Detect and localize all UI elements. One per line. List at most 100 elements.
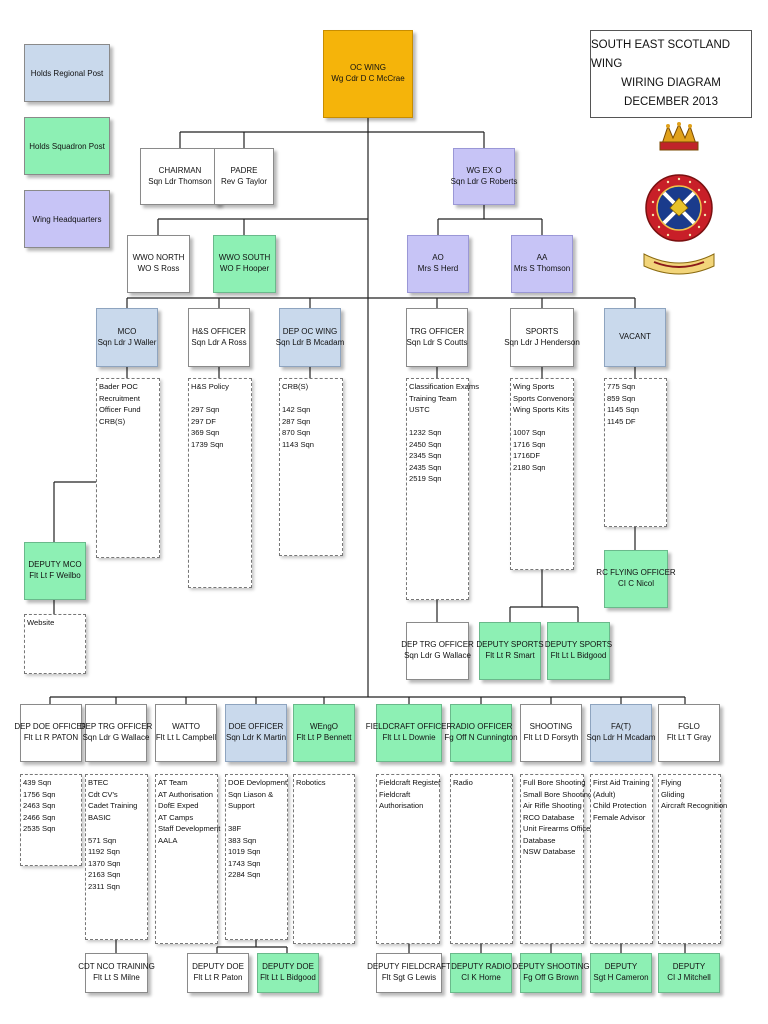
duty-item: 2535 Sqn	[23, 824, 56, 833]
duty-item: AT Team	[158, 778, 188, 787]
deputy-shooting-box: DEPUTY SHOOTING Fg Off G Brown	[512, 953, 590, 993]
duty-item: 1143 Sqn	[282, 439, 314, 449]
deputy-role: CDT NCO TRAINING	[78, 962, 155, 972]
trg-name: Sqn Ldr S Coutts	[406, 337, 468, 347]
sports-name: Sqn Ldr J Henderson	[504, 337, 580, 347]
mco-role: MCO	[117, 326, 137, 336]
ao-name: Mrs S Herd	[417, 264, 459, 273]
duty-item: Training Team	[409, 393, 457, 403]
deputy-role: DEPUTY	[672, 962, 706, 972]
bottom-name: Flt Lt R PATON	[23, 733, 79, 742]
bottom-role: RADIO OFFICER	[449, 722, 513, 732]
legend-regional-label: Holds Regional Post	[30, 68, 104, 78]
duty-item	[282, 393, 340, 405]
deputy-sports-2-role: DEPUTY SPORTS	[544, 640, 613, 650]
duty-item: Robotics	[296, 778, 326, 787]
duty-item: Radio	[453, 778, 473, 787]
duty-item: 2466 Sqn	[23, 812, 56, 822]
bottom-officer-fieldcraft: FIELDCRAFT OFFICER Flt Lt L Downie	[366, 704, 452, 762]
duty-item: Female Advisor	[593, 812, 646, 822]
duty-item: 1716DF	[513, 451, 541, 460]
fat-duties: First Aid Training(Adult)Child Protectio…	[590, 774, 653, 944]
deputy-mco-box: DEPUTY MCO Flt Lt F Weilbo	[24, 542, 86, 600]
title-line-3: DECEMBER 2013	[624, 96, 718, 108]
duty-item	[409, 416, 466, 428]
bottom-role: WEngO	[309, 722, 338, 732]
aa-name: Mrs S Thomson	[513, 264, 571, 273]
oc-wing-box: OC WING Wg Cdr D C McCrae	[323, 30, 413, 118]
oc-wing-name: Wg Cdr D C McCrae	[331, 74, 405, 83]
duty-item: Aircraft Recognition	[661, 801, 728, 810]
duty-item: 2284 Sqn	[228, 870, 261, 879]
duty-item: 2463 Sqn	[23, 801, 56, 810]
duty-item	[513, 416, 571, 428]
deputy-role: DEPUTY SHOOTING	[512, 962, 590, 972]
padre-box: PADRE Rev G Taylor	[214, 148, 274, 205]
duty-item: 1007 Sqn	[513, 428, 546, 437]
padre-role: PADRE	[230, 165, 258, 175]
duty-item: Recruitment	[99, 393, 140, 403]
bottom-officer-dep-doe: DEP DOE OFFICER Flt Lt R PATON	[14, 704, 88, 762]
bottom-name: Flt Lt P Bennett	[296, 733, 352, 742]
dep-trg-name: Sqn Ldr G Wallace	[404, 651, 471, 660]
dep-oc-name: Sqn Ldr B Mcadam	[275, 337, 345, 347]
bottom-name: Flt Lt L Campbell	[155, 733, 217, 742]
rc-flying-name: CI C Nicol	[617, 579, 654, 588]
deputy-sports-2-name: Flt Lt L Bidgood	[550, 651, 607, 660]
duty-item: 297 DF	[191, 416, 216, 426]
duty-item: 870 Sqn	[282, 428, 311, 437]
hs-officer-box: H&S OFFICER Sqn Ldr A Ross	[188, 308, 250, 367]
duty-item	[88, 823, 145, 835]
chairman-box: CHAIRMAN Sqn Ldr Thomson	[140, 148, 220, 205]
deputy-role: DEPUTY DOE	[192, 962, 244, 972]
rc-flying-officer-box: RC FLYING OFFICER CI C Nicol	[596, 550, 676, 608]
deputy-name: Flt Sgt G Lewis	[381, 973, 437, 982]
duty-item: 1739 Sqn	[191, 439, 224, 449]
duty-item: Wing Sports Kits	[513, 405, 570, 414]
sports-box: SPORTS Sqn Ldr J Henderson	[504, 308, 580, 367]
duty-item: Support	[228, 801, 255, 810]
duty-item: NSW Database	[523, 847, 576, 856]
bottom-officer-fglo: FGLO Flt Lt T Gray	[658, 704, 720, 762]
wwo-north-box: WWO NORTH WO S Ross	[127, 235, 190, 293]
duty-item: Fieldcraft Register	[379, 778, 441, 787]
duty-item: Sqn Liason &	[228, 789, 274, 799]
duty-item: First Aid Training	[593, 778, 650, 787]
bottom-officer-wengo: WEngO Flt Lt P Bennett	[293, 704, 355, 762]
duty-item: 1743 Sqn	[228, 858, 261, 868]
duty-item: 1145 DF	[607, 416, 636, 426]
duty-item: BTEC	[88, 778, 109, 787]
deputy-name: Fg Off G Brown	[523, 973, 579, 982]
duty-item: 1019 Sqn	[228, 847, 261, 856]
duty-item: Cdt CV's	[88, 789, 118, 799]
bottom-name: Sqn Ldr H Mcadam	[586, 733, 656, 742]
duty-item: 1145 Sqn	[607, 405, 639, 414]
duty-item: Flying	[661, 778, 682, 787]
duty-item: 1716 Sqn	[513, 439, 546, 449]
duty-item	[191, 393, 249, 405]
duty-item: Cadet Training	[88, 801, 138, 810]
deputy-name: Sgt H Cameron	[593, 973, 649, 982]
duty-item: Website	[27, 618, 55, 627]
duty-item: 2435 Sqn	[409, 462, 442, 472]
chairman-name: Sqn Ldr Thomson	[148, 176, 212, 186]
wwo-south-box: WWO SOUTH WO F Hooper	[213, 235, 276, 293]
ao-box: AO Mrs S Herd	[407, 235, 469, 293]
wwo-north-role: WWO NORTH	[132, 253, 185, 263]
aa-box: AA Mrs S Thomson	[511, 235, 573, 293]
duty-item: 1192 Sqn	[88, 847, 120, 856]
duty-item: 2180 Sqn	[513, 462, 546, 472]
deputy-role: DEPUTY RADIO	[451, 962, 511, 972]
duty-item: 1756 Sqn	[23, 789, 56, 799]
duty-item: 2450 Sqn	[409, 439, 442, 449]
deputy-mco-name: Flt Lt F Weilbo	[29, 571, 81, 580]
